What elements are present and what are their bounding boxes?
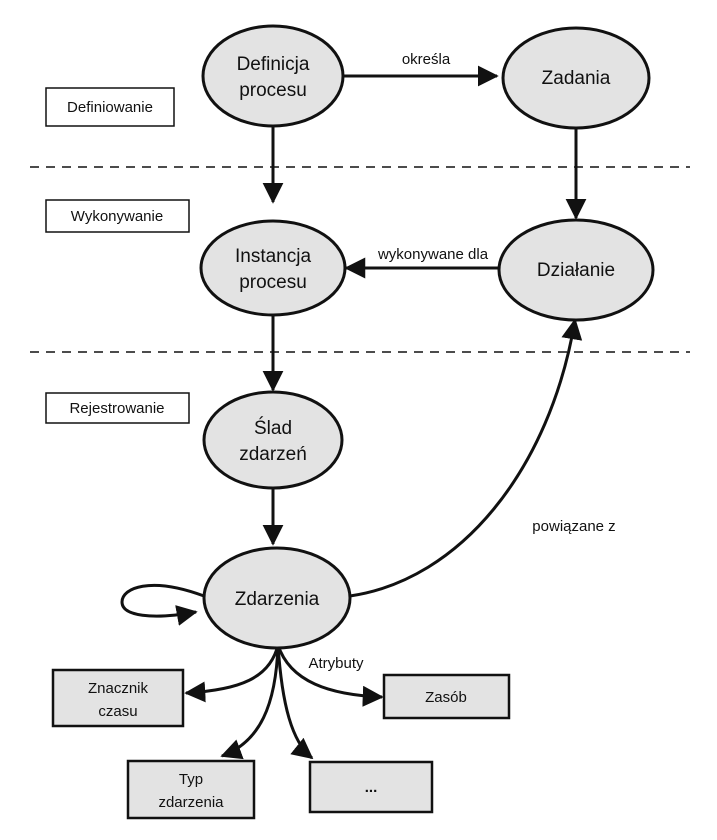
edge-label-executed-for: wykonywane dla [377, 246, 489, 263]
edge-related-to [349, 318, 583, 598]
node-events-line1: Zdarzenia [235, 589, 320, 610]
attr-event-type-line2: zdarzenia [158, 794, 224, 811]
attr-timestamp-line1: Znacznik [88, 680, 149, 697]
node-process-instance: Instancja procesu [199, 219, 347, 317]
node-process-instance-line1: Instancja [235, 246, 311, 267]
node-activity-line1: Działanie [537, 260, 615, 281]
edge-label-defines: określa [402, 51, 451, 68]
node-process-definition-line2: procesu [239, 80, 307, 101]
node-process-instance-line2: procesu [239, 272, 307, 293]
node-tasks-line1: Zadania [542, 68, 611, 89]
attr-more-line1: ... [365, 779, 378, 796]
edge-attr-resource [276, 644, 384, 707]
phase-label-execution-text: Wykonywanie [71, 208, 163, 225]
phase-label-recording: Rejestrowanie [45, 392, 190, 424]
attr-timestamp-line2: czasu [98, 703, 137, 720]
node-process-definition-line1: Definicja [237, 54, 310, 75]
edge-events-self-loop [120, 583, 205, 626]
phase-label-definition: Definiowanie [45, 87, 175, 127]
node-events: Zdarzenia [202, 546, 352, 650]
phase-label-recording-text: Rejestrowanie [69, 400, 164, 417]
phase-label-definition-text: Definiowanie [67, 99, 153, 116]
edge-label-related-to: powiązane z [532, 518, 615, 535]
attr-more: ... [308, 760, 434, 814]
node-event-trace: Ślad zdarzeń [202, 390, 344, 490]
attr-event-type-line1: Typ [179, 771, 203, 788]
attr-timestamp: Znacznik czasu [51, 668, 185, 728]
node-event-trace-line2: zdarzeń [239, 444, 307, 465]
edge-attr-timestamp [184, 644, 280, 703]
phase-label-execution: Wykonywanie [45, 199, 190, 233]
node-event-trace-line1: Ślad [254, 417, 292, 439]
node-activity: Działanie [497, 218, 655, 322]
attr-resource-line1: Zasób [425, 689, 467, 706]
node-tasks: Zadania [501, 26, 651, 130]
attr-resource: Zasób [382, 673, 511, 720]
node-process-definition: Definicja procesu [201, 24, 345, 128]
attr-event-type: Typ zdarzenia [126, 759, 256, 820]
edge-attr-event-type [220, 644, 280, 760]
attributes-label: Atrybuty [308, 655, 364, 672]
edge-attr-more [276, 644, 314, 760]
